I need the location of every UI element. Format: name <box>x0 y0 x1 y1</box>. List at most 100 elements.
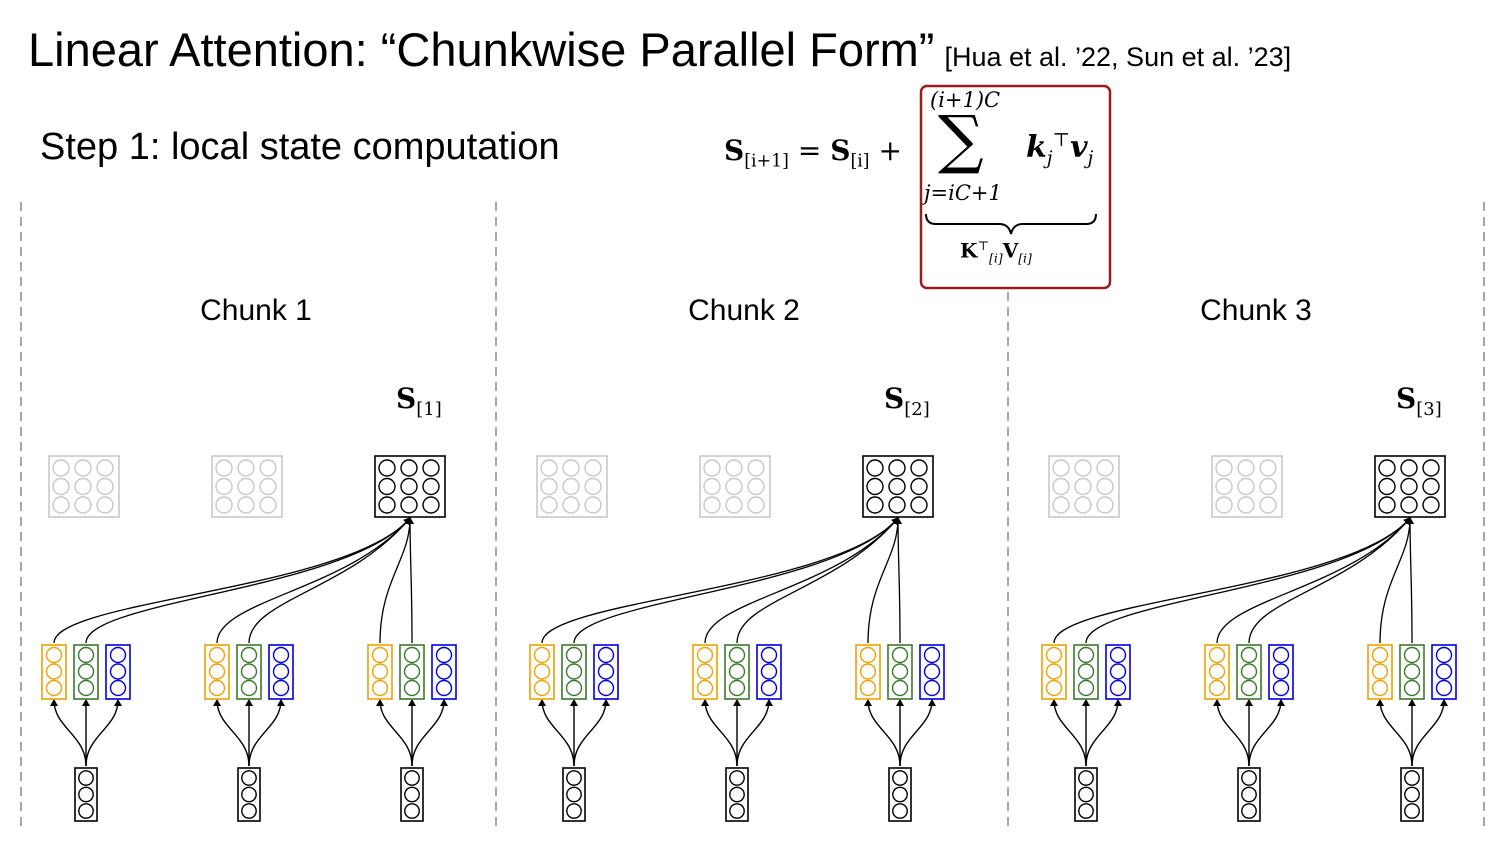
input-token <box>562 767 586 822</box>
query-vector-cell <box>208 679 226 697</box>
token-to-vector-arrow <box>1085 699 1122 767</box>
input-token <box>725 767 749 822</box>
sum-lower-limit: j=iC+1 <box>924 181 1002 205</box>
chunk-state-matrix <box>374 455 446 518</box>
input-token-frame <box>1074 767 1098 822</box>
query-vector-cell <box>696 679 714 697</box>
value-vector-cell <box>272 679 290 697</box>
faded-state-matrix-cell <box>747 459 765 477</box>
state-symbol: S <box>884 382 904 415</box>
sum-upper-limit: (i+1)C <box>930 88 1001 112</box>
input-token-frame <box>237 767 261 822</box>
key-vector-cell <box>1240 679 1258 697</box>
chunk-2: Chunk 2S[2] <box>538 294 936 767</box>
value-vector-frame <box>431 644 457 700</box>
token-to-vector-arrow <box>1213 699 1250 767</box>
brace-transpose: ⊤ <box>977 238 990 253</box>
faded-state-matrix-cell <box>1259 477 1277 496</box>
query-vector-frame <box>855 644 881 700</box>
chunk-state-matrix <box>1374 455 1446 518</box>
input-token-cell <box>1241 770 1257 786</box>
input-token <box>1237 767 1261 822</box>
faded-state-matrix-cell <box>1074 496 1092 514</box>
faded-state-matrix-cell <box>237 459 255 477</box>
chunk-state-matrix-cell <box>378 496 396 514</box>
query-vector-cell <box>859 663 877 680</box>
vector-to-state-curve <box>85 517 411 644</box>
chunk-state-matrix-cell <box>1378 496 1396 514</box>
chunk-state-matrix <box>862 455 934 518</box>
input-token-cell <box>892 786 908 803</box>
query-vector-cell <box>696 646 714 664</box>
chunk-3: Chunk 3S[3] <box>1050 294 1448 767</box>
faded-state-matrix-cell <box>52 459 70 477</box>
faded-state-matrix-frame <box>211 455 283 518</box>
value-vector-cell <box>435 646 453 664</box>
faded-state-matrix-cell <box>1096 477 1114 496</box>
sum-term: kj⊤vj <box>1026 130 1093 169</box>
key-vector-cell <box>565 679 583 697</box>
query-vector-cell <box>859 679 877 697</box>
chunk-state-matrix-cell <box>422 477 440 496</box>
chunk-state-matrix-cell <box>1422 459 1440 477</box>
vector-to-state-curve <box>704 517 899 644</box>
token-to-vector-arrow <box>538 699 575 767</box>
chunk-state-matrix-cell <box>1422 496 1440 514</box>
chunk-state-matrix-cell <box>866 496 884 514</box>
input-token-cell <box>566 786 582 803</box>
query-vector-cell <box>533 679 551 697</box>
input-token-cell <box>892 770 908 786</box>
value-vector-cell <box>923 646 941 664</box>
input-token-frame <box>725 767 749 822</box>
input-token-cell <box>78 803 94 819</box>
key-vector-cell <box>1240 663 1258 680</box>
token-to-vector-arrow <box>1411 699 1448 767</box>
key-vector <box>887 644 913 700</box>
faded-state-matrix-cell <box>74 459 92 477</box>
state-index: [1] <box>416 399 442 420</box>
key-vector-cell <box>891 679 909 697</box>
input-token-frame <box>562 767 586 822</box>
vector-to-state-curve <box>541 517 899 644</box>
query-vector-cell <box>1371 646 1389 664</box>
eq-transpose: ⊤ <box>1052 130 1071 151</box>
faded-state-matrix-cell <box>96 477 114 496</box>
faded-state-matrix-frame <box>1048 455 1120 518</box>
input-token-cell <box>1241 786 1257 803</box>
faded-state-matrix-cell <box>1259 496 1277 514</box>
state-index: [2] <box>904 399 930 420</box>
key-vector-cell <box>891 663 909 680</box>
brace-K-index: [i] <box>989 250 1003 266</box>
key-vector <box>561 644 587 700</box>
query-vector-cell <box>208 646 226 664</box>
chunk-state-matrix-cell <box>422 496 440 514</box>
faded-state-matrix-frame <box>1211 455 1283 518</box>
chunk-state-matrix-cell <box>866 477 884 496</box>
query-vector <box>1204 644 1230 700</box>
input-token-cell <box>729 803 745 819</box>
faded-state-matrix-cell <box>1237 477 1255 496</box>
query-vector-frame <box>692 644 718 700</box>
value-vector-cell <box>597 663 615 680</box>
faded-state-matrix <box>48 455 120 518</box>
input-token <box>237 767 261 822</box>
brace-V-index: [i] <box>1018 250 1032 266</box>
query-vector <box>367 644 393 700</box>
key-vector-cell <box>403 646 421 664</box>
faded-state-matrix-cell <box>52 477 70 496</box>
value-vector <box>756 644 782 700</box>
query-vector-frame <box>41 644 67 700</box>
value-vector-cell <box>109 663 127 680</box>
eq-rhs-symbol: S <box>830 134 851 167</box>
vector-to-state-curve <box>53 517 411 644</box>
chunk-state-matrix-frame <box>374 455 446 518</box>
vector-to-state-curve <box>736 517 899 644</box>
vector-to-state-curve <box>379 517 414 644</box>
query-vector-cell <box>1208 679 1226 697</box>
faded-state-matrix-cell <box>584 496 602 514</box>
vector-to-state-curve <box>573 517 899 644</box>
value-vector-cell <box>760 679 778 697</box>
faded-state-matrix-cell <box>96 496 114 514</box>
token-to-vector-arrow <box>248 699 285 767</box>
chunk-state-matrix-cell <box>422 459 440 477</box>
